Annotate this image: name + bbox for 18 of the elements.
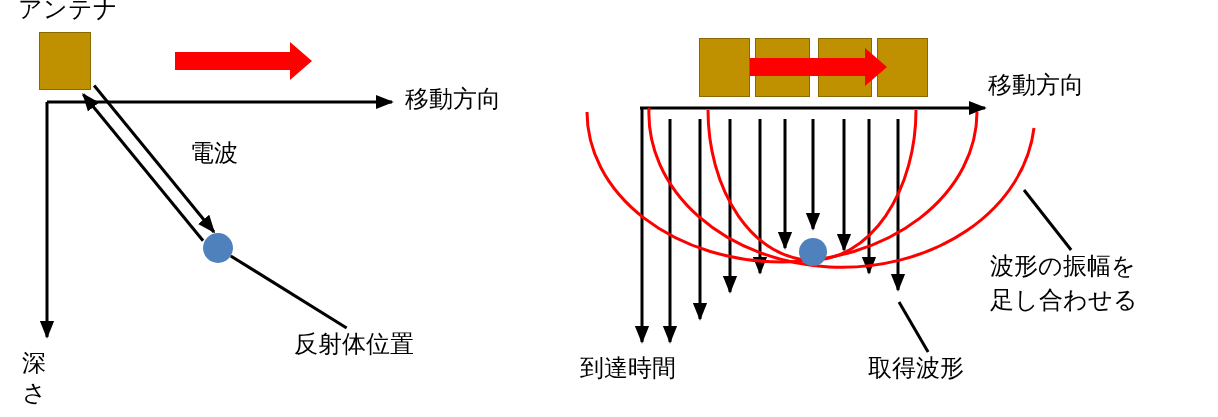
wave-arrow [93, 84, 216, 234]
wave-arrow [82, 93, 205, 242]
callout-label: 反射体位置 [294, 329, 414, 360]
antenna-block [877, 38, 928, 97]
node-title: アンテナ [18, 0, 118, 24]
axis-label: 到達時間 [580, 355, 676, 383]
callout-label: 波形の振幅を足し合わせる [990, 251, 1139, 316]
axis-label: 深さ [22, 348, 46, 408]
reflector-dot [203, 233, 233, 263]
leader-line [897, 301, 930, 353]
leader-line [229, 254, 348, 330]
antenna-block [699, 38, 750, 97]
leader-line [1022, 189, 1073, 251]
axis-label: 電波 [190, 140, 238, 168]
axis-label: 移動方向 [988, 72, 1084, 100]
axis-label: 移動方向 [405, 86, 501, 114]
callout-label: 取得波形 [868, 353, 964, 384]
reflector-dot [799, 238, 827, 266]
